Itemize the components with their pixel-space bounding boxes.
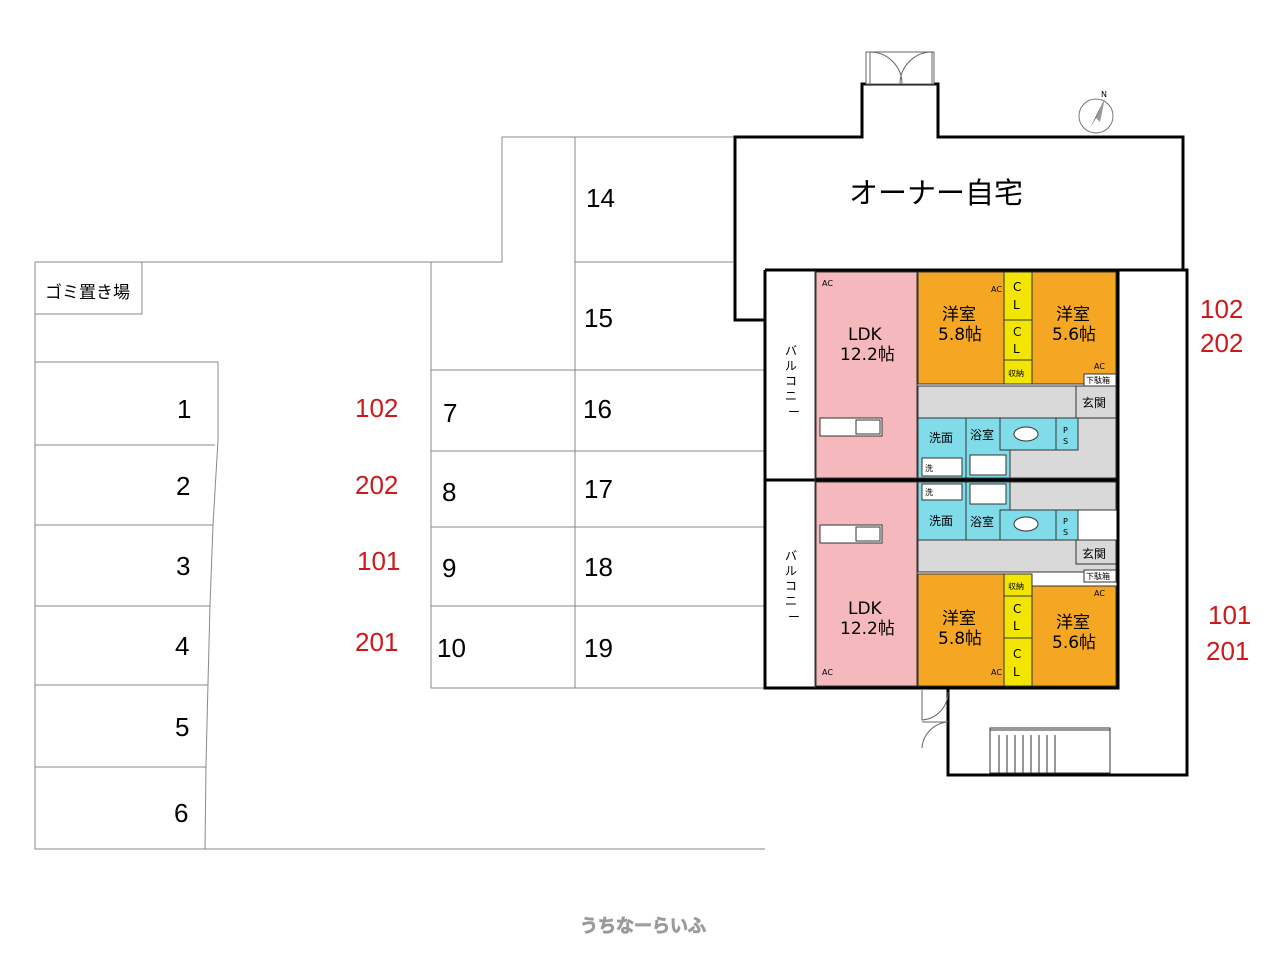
svg-text:玄関: 玄関 [1082,395,1106,410]
svg-text:12.2帖: 12.2帖 [840,345,895,365]
parking-7: 7 [443,398,457,428]
parking-2: 2 [176,471,190,501]
closet-upper-2 [1003,319,1033,361]
svg-text:C: C [1013,647,1021,661]
parking-19: 19 [584,633,613,663]
parking-16: 16 [583,394,612,424]
apartment-outline [763,268,1189,777]
svg-text:収納: 収納 [1008,581,1024,591]
svg-text:AC: AC [991,285,1002,294]
parking-15: 15 [584,303,613,333]
svg-text:洗: 洗 [925,463,933,473]
unit-label-201: 201 [1206,636,1249,666]
parking-8: 8 [442,477,456,507]
parking-1: 1 [177,394,191,424]
lower-unit: バ ル コ ニ ー LDK 12.2帖 AC 洗 洗面 浴室 P S 玄関 下駄… [785,481,1117,687]
svg-text:AC: AC [822,279,833,288]
svg-text:バ: バ [785,344,797,358]
parking-left: ゴミ置き場 1 2 3 4 5 6 [34,261,765,850]
western-room-upper-b [1031,271,1117,385]
svg-text:洗面: 洗面 [929,514,953,528]
svg-text:5.6帖: 5.6帖 [1052,325,1096,345]
assignment-2: 202 [355,470,398,500]
assignment-3: 101 [357,546,400,576]
parking-3: 3 [176,551,190,581]
compass-icon: N [1078,90,1114,134]
svg-text:洋室: 洋室 [1056,305,1090,325]
assignment-4: 201 [355,627,398,657]
svg-text:浴室: 浴室 [970,427,994,442]
ldk-upper [815,271,918,479]
svg-text:コ: コ [785,579,797,593]
svg-text:コ: コ [785,374,797,388]
svg-text:AC: AC [1094,362,1105,371]
svg-text:下駄箱: 下駄箱 [1086,375,1110,385]
parking-14: 14 [586,183,615,213]
garbage-label: ゴミ置き場 [45,282,130,303]
unit-label-101: 101 [1208,600,1251,630]
svg-text:AC: AC [822,668,833,677]
svg-text:浴室: 浴室 [970,514,994,529]
svg-text:ー: ー [788,610,800,624]
svg-text:5.8帖: 5.8帖 [938,629,982,649]
svg-text:5.8帖: 5.8帖 [938,325,982,345]
svg-text:玄関: 玄関 [1082,546,1106,561]
svg-text:S: S [1063,528,1068,537]
closet-lower-2 [1003,637,1033,687]
parking-17: 17 [584,474,613,504]
parking-9: 9 [442,553,456,583]
unit-labels: 102 202 101 201 [1200,294,1251,666]
svg-text:バ: バ [785,549,797,563]
svg-text:C: C [1013,602,1021,616]
parking-10: 10 [437,633,466,663]
svg-text:収納: 収納 [1008,368,1024,378]
svg-text:C: C [1013,280,1021,294]
parking-middle-right: 7 8 9 10 14 15 16 17 18 19 [35,136,765,689]
svg-text:洗: 洗 [925,487,933,497]
svg-text:LDK: LDK [848,599,883,619]
svg-text:L: L [1013,619,1020,633]
parking-4: 4 [175,631,189,661]
parking-6: 6 [174,798,188,828]
compass-north: N [1101,90,1107,99]
svg-text:洋室: 洋室 [942,609,976,629]
svg-text:ー: ー [788,405,800,419]
parking-18: 18 [584,552,613,582]
svg-text:ニ: ニ [785,594,797,608]
unit-label-202: 202 [1200,328,1243,358]
svg-text:P: P [1063,426,1068,435]
svg-text:P: P [1063,517,1068,526]
western-room-lower-b [1031,585,1117,687]
svg-text:5.6帖: 5.6帖 [1052,633,1096,653]
western-room-lower-a [917,573,1005,687]
svg-text:洋室: 洋室 [1056,613,1090,633]
svg-text:S: S [1063,437,1068,446]
svg-text:AC: AC [991,668,1002,677]
svg-text:12.2帖: 12.2帖 [840,619,895,639]
svg-text:洋室: 洋室 [942,305,976,325]
svg-text:AC: AC [1094,589,1105,598]
parking-5: 5 [175,712,189,742]
parking-assignments: 102 202 101 201 [355,393,400,657]
svg-text:L: L [1013,298,1020,312]
svg-text:L: L [1013,665,1020,679]
assignment-1: 102 [355,393,398,423]
watermark: うちなーらいふ [580,916,706,937]
balcony-upper: バ ル コ ニ ー [785,344,800,419]
svg-text:ル: ル [785,564,797,578]
unit-label-102: 102 [1200,294,1243,324]
svg-text:洗面: 洗面 [929,431,953,445]
svg-text:C: C [1013,325,1021,339]
svg-text:下駄箱: 下駄箱 [1086,571,1110,581]
svg-text:L: L [1013,342,1020,356]
svg-text:ル: ル [785,359,797,373]
svg-text:LDK: LDK [848,325,883,345]
svg-text:ニ: ニ [785,389,797,403]
ldk-lower [815,481,918,687]
balcony-lower: バ ル コ ニ ー [785,549,800,624]
owner-label: オーナー自宅 [849,176,1023,210]
upper-unit: バ ル コ ニ ー LDK 12.2帖 AC 洋室 5.8帖 AC C L C … [785,271,1117,479]
